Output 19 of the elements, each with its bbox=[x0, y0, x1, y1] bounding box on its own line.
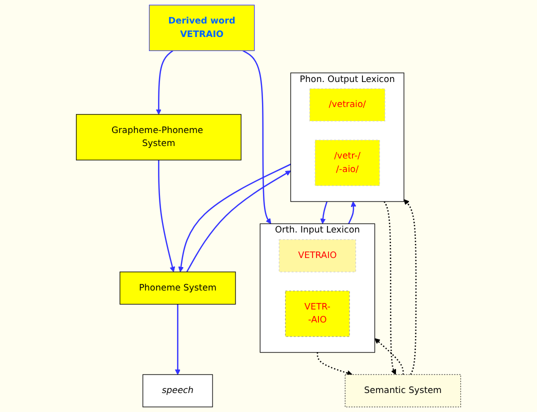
arrow bbox=[384, 201, 396, 375]
node-box: VETR- -AIO bbox=[285, 290, 350, 337]
arrow bbox=[374, 338, 404, 375]
arrow bbox=[320, 201, 328, 224]
arrow bbox=[174, 304, 180, 375]
node-box: speech bbox=[142, 374, 213, 408]
arrow bbox=[242, 50, 272, 224]
arrow bbox=[316, 352, 352, 376]
arrow bbox=[348, 201, 356, 224]
node-box: /vetr-/ /-aio/ bbox=[314, 140, 380, 186]
arrow bbox=[158, 160, 176, 272]
node-box: VETRAIO bbox=[278, 239, 356, 272]
node-box: Derived word VETRAIO bbox=[148, 4, 255, 52]
node-box: /vetraio/ bbox=[309, 88, 386, 122]
node-box: Semantic System bbox=[344, 374, 462, 408]
arrow bbox=[156, 50, 174, 115]
node-box: Grapheme-Phoneme System bbox=[76, 114, 242, 160]
node-box: Phoneme System bbox=[120, 272, 236, 305]
arrow bbox=[404, 199, 417, 375]
